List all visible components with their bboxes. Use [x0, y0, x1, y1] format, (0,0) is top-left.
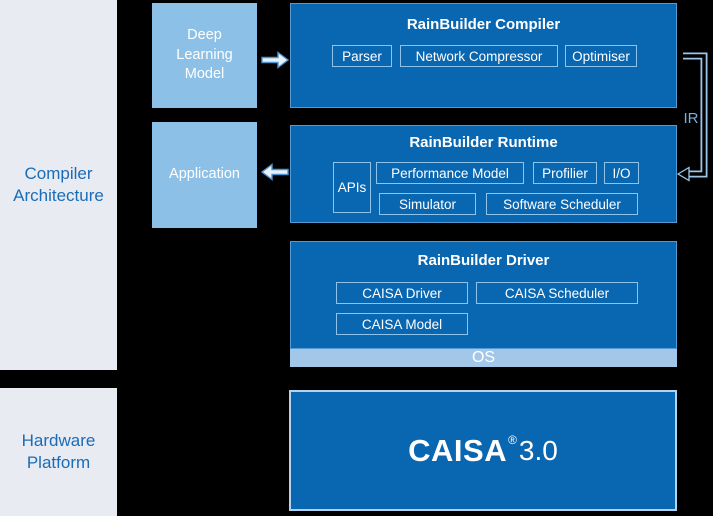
rainbuilder-driver-panel: RainBuilder Driver CAISA Driver CAISA Sc… — [290, 241, 677, 349]
performance-model-module: Performance Model — [376, 162, 524, 184]
network-compressor-module: Network Compressor — [400, 45, 558, 67]
compiler-architecture-text: Compiler Architecture — [13, 164, 104, 205]
caisa-driver-module: CAISA Driver — [336, 282, 468, 304]
ir-connector-icon — [650, 40, 713, 190]
profilier-module: Profilier — [533, 162, 597, 184]
caisa-model-module: CAISA Model — [336, 313, 468, 335]
application-text: Application — [169, 166, 240, 183]
flow-arrow-right-icon — [261, 50, 289, 70]
caisa-hardware-box: CAISA ® 3.0 — [289, 390, 677, 511]
registered-trademark-symbol: ® — [508, 432, 517, 447]
rainbuilder-runtime-title: RainBuilder Runtime — [409, 134, 558, 151]
simulator-module: Simulator — [379, 193, 476, 215]
application-box: Application — [152, 122, 257, 228]
io-module: I/O — [604, 162, 639, 184]
flow-arrow-left-icon — [261, 162, 289, 182]
deep-learning-model-text: Deep Learning Model — [176, 27, 233, 83]
hardware-platform-text: Hardware Platform — [21, 431, 96, 472]
os-bar: OS — [290, 349, 677, 367]
rainbuilder-compiler-title: RainBuilder Compiler — [406, 16, 561, 33]
rainbuilder-driver-title: RainBuilder Driver — [417, 252, 550, 269]
rainbuilder-runtime-panel: RainBuilder Runtime APIs Performance Mod… — [290, 125, 677, 223]
apis-module: APIs — [333, 162, 371, 213]
caisa-name: CAISA — [408, 432, 508, 468]
os-label: OS — [471, 349, 496, 366]
parser-module: Parser — [332, 45, 392, 67]
caisa-version: 3.0 — [518, 434, 558, 466]
ir-label: IR — [683, 110, 699, 127]
optimiser-module: Optimiser — [565, 45, 637, 67]
rainbuilder-compiler-panel: RainBuilder Compiler Parser Network Comp… — [290, 3, 677, 108]
software-scheduler-module: Software Scheduler — [486, 193, 638, 215]
compiler-architecture-section-label: Compiler Architecture — [0, 0, 117, 370]
caisa-scheduler-module: CAISA Scheduler — [476, 282, 638, 304]
deep-learning-model-box: Deep Learning Model — [152, 3, 257, 108]
hardware-platform-section-label: Hardware Platform — [0, 388, 117, 516]
